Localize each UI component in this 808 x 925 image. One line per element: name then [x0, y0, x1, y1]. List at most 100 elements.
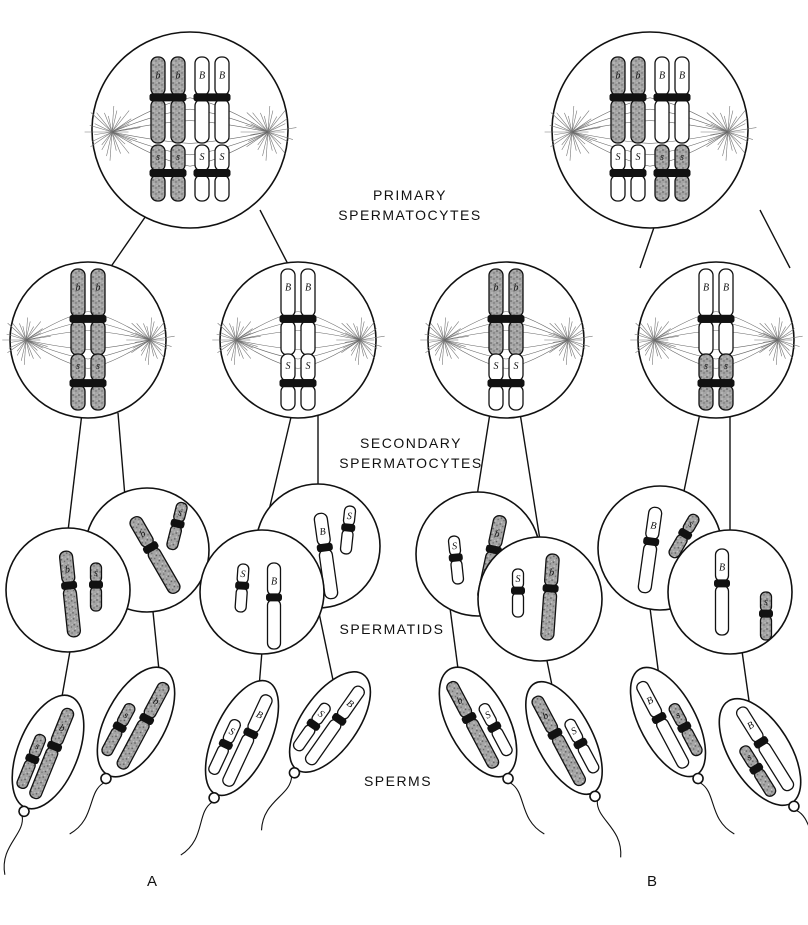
allele-label: S [616, 152, 621, 163]
centromere [47, 740, 63, 752]
panel-label-a: A [147, 873, 157, 890]
aster-ray [140, 339, 151, 352]
aster-ray [653, 339, 662, 359]
aster-ray [359, 339, 376, 359]
aster-ray [644, 339, 655, 352]
aster-ray [651, 339, 655, 365]
chromosome-set: BS [234, 562, 282, 650]
chromosome: b [129, 516, 181, 594]
panel-label-b: B [647, 873, 657, 890]
aster-ray [567, 328, 585, 341]
chromosome-arm [450, 558, 465, 585]
centromere [651, 712, 667, 725]
aster-ray [149, 339, 158, 359]
aster-ray [232, 325, 237, 341]
chromosome-arm [654, 98, 670, 144]
centromere [341, 523, 356, 533]
chromosome: S [507, 353, 525, 411]
aster-ray [94, 131, 113, 136]
label-sperms: SPERMS [364, 773, 432, 789]
aster-ray [359, 339, 368, 359]
aster-ray [777, 317, 780, 341]
aster-ray [357, 339, 361, 365]
aster-ray [443, 339, 466, 347]
allele-label: S [200, 152, 205, 163]
aster-ray [552, 131, 573, 142]
allele-label: s [176, 152, 180, 163]
allele-label: B [745, 720, 756, 733]
centromere [759, 609, 773, 618]
allele-label: b [494, 282, 499, 293]
chromosome-arm [718, 384, 734, 411]
centromere [677, 721, 692, 733]
allele-label: B [659, 70, 665, 81]
chromosome: b [89, 268, 107, 356]
allele-label: S [569, 725, 579, 737]
chromosome: B [279, 268, 297, 356]
allele-label: b [96, 282, 101, 293]
aster-ray [567, 339, 580, 351]
aster-ray [443, 321, 449, 341]
aster-ray [267, 116, 278, 133]
aster-ray [149, 339, 172, 347]
chromosome-arm [214, 174, 230, 202]
aster-ray [561, 131, 573, 151]
chromosome: B [637, 506, 663, 594]
aster-ray [89, 124, 113, 133]
sperm: bS [438, 666, 545, 835]
aster-ray [727, 131, 746, 154]
aster-ray [653, 339, 659, 357]
aster-ray [22, 325, 27, 341]
aster-ray [725, 131, 729, 161]
allele-label: S [514, 361, 519, 372]
aster-ray [550, 131, 573, 148]
aster-ray [267, 105, 271, 133]
sperm-tail [510, 782, 545, 835]
aster-ray [727, 118, 748, 133]
centromere [218, 738, 233, 750]
centromere-bar [697, 314, 735, 323]
aster-ray [772, 339, 779, 361]
aster-ray [635, 339, 655, 354]
aster-ray [571, 131, 577, 151]
allele-label: B [650, 520, 658, 532]
aster-ray [777, 326, 786, 341]
sperm-tail [69, 782, 104, 835]
aster-ray [7, 339, 27, 354]
chromosome: b [69, 268, 87, 356]
chromosome: s [668, 513, 700, 559]
aster-ray [235, 339, 244, 359]
aster-ray [437, 323, 445, 341]
chromosome: s [759, 591, 773, 641]
label-primary-line2: SPERMATOCYTES [338, 207, 481, 223]
aster-ray [252, 112, 269, 133]
aster-ray [149, 339, 168, 349]
chromosome-arm [718, 320, 734, 356]
centromere [89, 580, 103, 589]
allele-label: B [319, 526, 327, 538]
aster-ray [111, 116, 122, 133]
allele-label: s [96, 361, 100, 372]
allele-label: s [745, 752, 754, 763]
allele-label: s [704, 361, 708, 372]
aster-ray [441, 339, 445, 365]
aster-ray [571, 105, 575, 133]
aster-ray [90, 112, 113, 133]
aster-ray [777, 321, 783, 341]
aster-ray [7, 322, 27, 341]
centromere-bar [149, 93, 187, 102]
aster-ray [106, 131, 113, 157]
aster-ray [727, 127, 757, 133]
chromosome-arm [511, 591, 525, 618]
aster-ray [567, 339, 576, 359]
chromosome-arm [194, 98, 210, 144]
sperm-tail [260, 776, 293, 831]
aster-ray [104, 112, 113, 133]
aster-ray [111, 131, 138, 140]
aster-ray [23, 339, 27, 365]
allele-label: b [549, 567, 555, 578]
allele-label: S [346, 511, 352, 522]
